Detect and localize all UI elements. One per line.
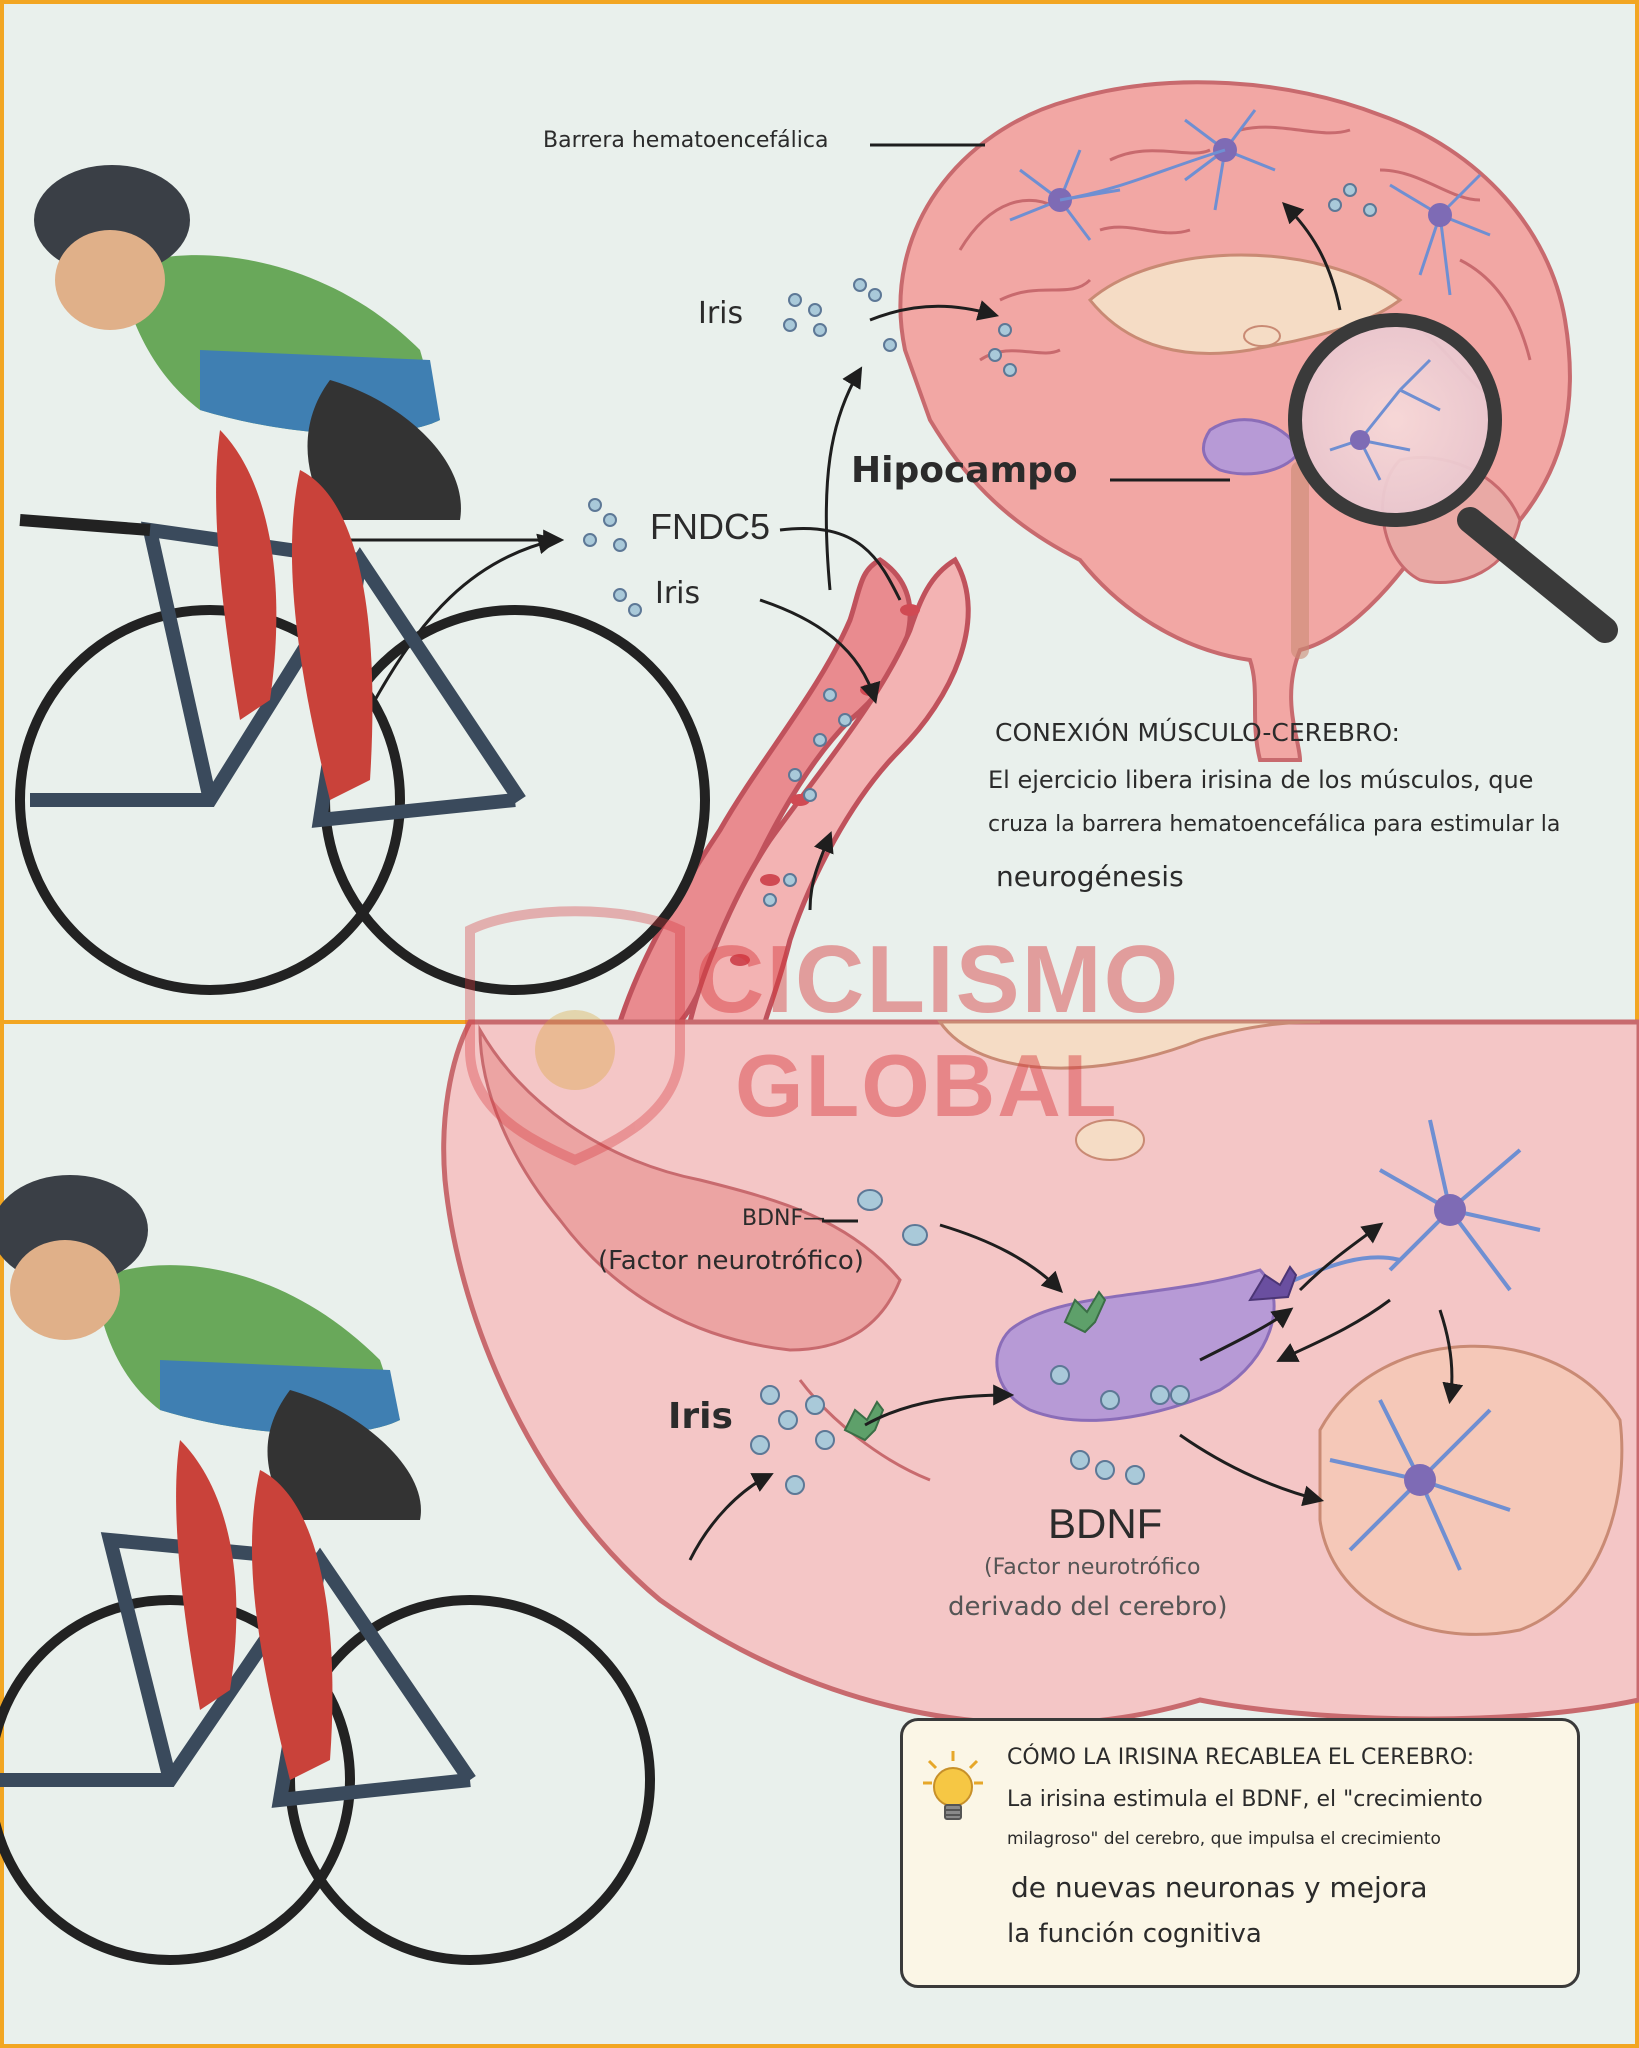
label-factor: (Factor neurotrófico) [598, 1246, 864, 1276]
label-hippocampus: Hipocampo [851, 450, 1078, 491]
receptor-icon-purple [1248, 1265, 1298, 1302]
molecule-icon [583, 183, 1377, 907]
label-bdnf: BDNF [1048, 1500, 1163, 1547]
flow-arrows-top [330, 143, 1342, 911]
label-barrier: Barrera hematoencefálica [543, 128, 829, 153]
connection-line3: neurogénesis [996, 860, 1184, 893]
brain-illustration [898, 80, 1572, 762]
label-iris-vessel: Iris [655, 576, 701, 611]
molecule-icon [750, 1189, 1190, 1495]
label-iris-brain: Iris [698, 296, 744, 331]
connection-title: CONEXIÓN MÚSCULO-CEREBRO: [995, 718, 1400, 747]
neuron-icon [1269, 1119, 1541, 1571]
connection-line2: cruza la barrera hematoencefálica para e… [988, 812, 1561, 837]
infobox-line2: milagroso" del cerebro, que impulsa el c… [1007, 1829, 1441, 1849]
flow-arrows-bottom [688, 1219, 1464, 1561]
cyclist-illustration [15, 165, 710, 995]
watermark-line2: GLOBAL [735, 1036, 1119, 1135]
label-iris-bottom: Iris [668, 1396, 733, 1437]
watermark-line1: CICLISMO [695, 926, 1181, 1033]
infobox-line4: la función cognitiva [1007, 1919, 1262, 1949]
infobox-title: CÓMO LA IRISINA RECABLEA EL CEREBRO: [1007, 1745, 1475, 1770]
magnifier-icon [1288, 313, 1618, 643]
neuron-icon [1009, 109, 1491, 296]
lightbulb-icon [923, 1751, 983, 1820]
label-bdnf-small: BDNF— [742, 1206, 826, 1231]
label-bdnf-sub2: derivado del cerebro) [948, 1592, 1228, 1622]
cyclist-illustration [0, 1175, 655, 1965]
receptor-icon [843, 1290, 1107, 1442]
connection-line1: El ejercicio libera irisina de los múscu… [988, 766, 1534, 794]
watermark-shield-icon [465, 906, 685, 1166]
label-fndc5: FNDC5 [650, 506, 771, 547]
brain-zoom-illustration [441, 1019, 1639, 1727]
infobox-line3: de nuevas neuronas y mejora [1011, 1871, 1428, 1904]
label-bdnf-sub1: (Factor neurotrófico [984, 1555, 1201, 1580]
infobox-line1: La irisina estimula el BDNF, el "crecimi… [1007, 1787, 1483, 1812]
info-box: CÓMO LA IRISINA RECABLEA EL CEREBRO: La … [900, 1718, 1580, 1988]
